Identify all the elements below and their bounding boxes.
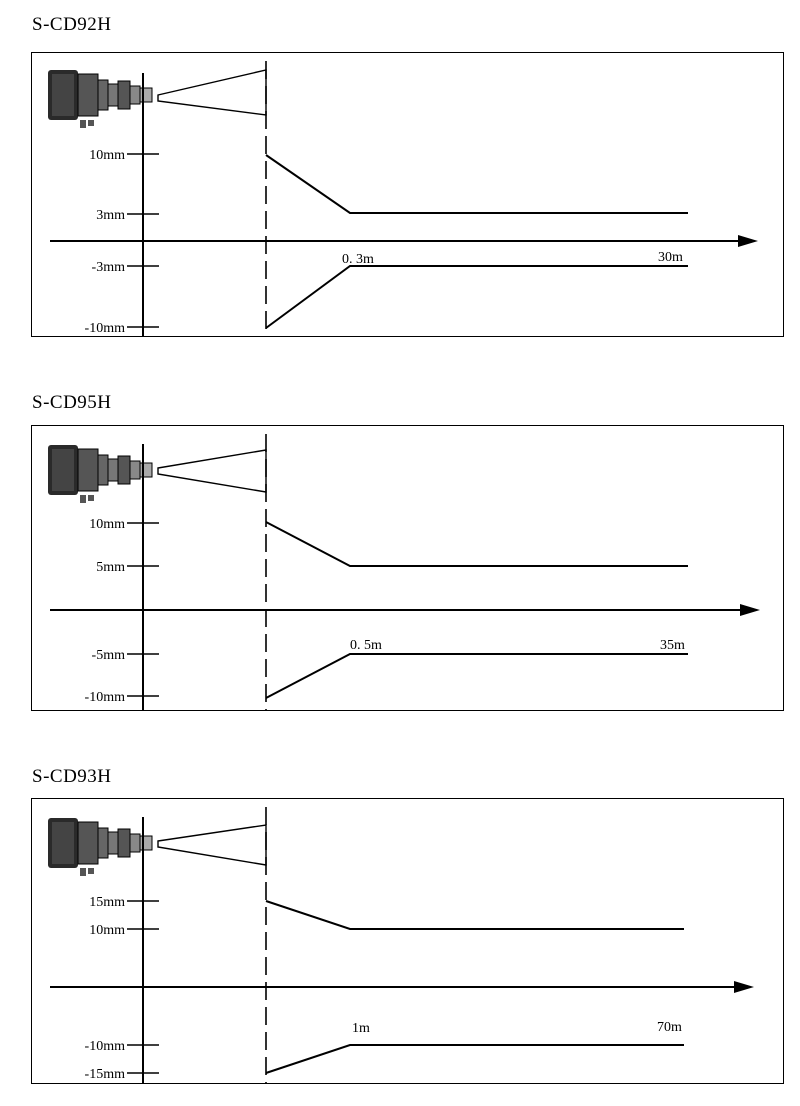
far-distance-label: 70m bbox=[657, 1020, 682, 1035]
lower-inner-label: -10mm bbox=[85, 1039, 126, 1054]
lower-inner-label: -5mm bbox=[92, 648, 126, 663]
near-distance-label: 0. 5m bbox=[350, 638, 382, 653]
x-axis-arrowhead bbox=[740, 604, 760, 616]
upper-inner-label: 10mm bbox=[89, 923, 125, 938]
accuracy-diagram: 10mm 3mm -3mm -10mm 0. 3m 30m bbox=[31, 52, 784, 337]
upper-outer-label: 15mm bbox=[89, 895, 125, 910]
lower-inner-label: -3mm bbox=[92, 260, 126, 275]
lower-outer-label: -10mm bbox=[85, 321, 126, 336]
upper-outer-label: 10mm bbox=[89, 148, 125, 163]
accuracy-diagram: 15mm 10mm -10mm -15mm 1m 70m bbox=[31, 798, 784, 1084]
radar-sensor-icon bbox=[48, 445, 153, 503]
far-distance-label: 35m bbox=[660, 638, 685, 653]
horn-antenna bbox=[157, 449, 267, 493]
x-axis-arrowhead bbox=[734, 981, 754, 993]
model-title: S-CD92H bbox=[32, 14, 112, 35]
lower-outer-label: -15mm bbox=[85, 1067, 126, 1082]
horn-antenna bbox=[157, 69, 267, 116]
near-distance-label: 1m bbox=[352, 1021, 370, 1036]
radar-sensor-icon bbox=[48, 70, 153, 128]
upper-tolerance-line bbox=[265, 521, 688, 567]
accuracy-chart: 10mm 3mm -3mm -10mm 0. 3m 30m bbox=[48, 61, 758, 336]
upper-inner-label: 5mm bbox=[96, 560, 125, 575]
upper-outer-label: 10mm bbox=[89, 517, 125, 532]
radar-sensor-icon bbox=[48, 818, 153, 876]
upper-tolerance-line bbox=[265, 900, 684, 930]
accuracy-chart: 10mm 5mm -5mm -10mm 0. 5m 35m bbox=[48, 434, 760, 710]
horn-antenna bbox=[157, 824, 267, 866]
lower-outer-label: -10mm bbox=[85, 690, 126, 705]
model-title: S-CD93H bbox=[32, 766, 112, 787]
x-axis-arrowhead bbox=[738, 235, 758, 247]
near-distance-label: 0. 3m bbox=[342, 252, 374, 267]
upper-tolerance-line bbox=[265, 154, 688, 214]
upper-inner-label: 3mm bbox=[96, 208, 125, 223]
accuracy-chart: 15mm 10mm -10mm -15mm 1m 70m bbox=[48, 807, 754, 1083]
model-title: S-CD95H bbox=[32, 392, 112, 413]
lower-tolerance-line bbox=[265, 265, 688, 329]
accuracy-diagram: 10mm 5mm -5mm -10mm 0. 5m 35m bbox=[31, 425, 784, 711]
lower-tolerance-line bbox=[265, 653, 688, 699]
far-distance-label: 30m bbox=[658, 250, 683, 265]
lower-tolerance-line bbox=[265, 1044, 684, 1074]
